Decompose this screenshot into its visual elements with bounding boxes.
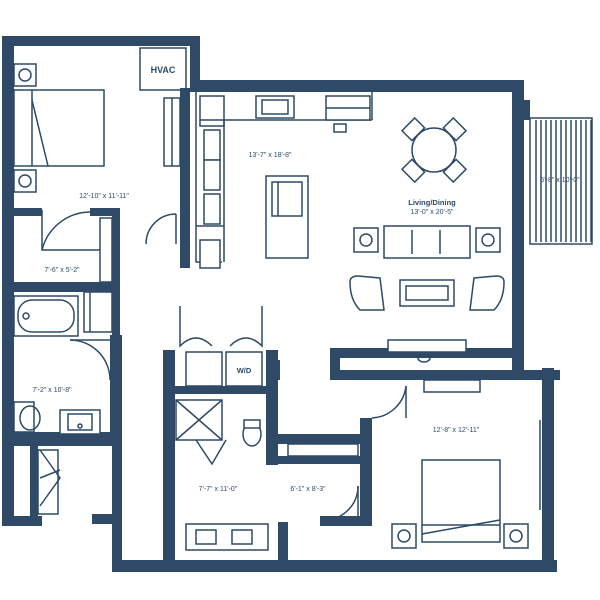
balcony (529, 117, 593, 245)
nightstand (13, 63, 37, 87)
laundry: W/D (179, 306, 263, 387)
bedroom-2 (391, 379, 541, 549)
bath-2 (175, 385, 407, 551)
bedroom-2-dims: 12'-8" x 12'-11" (433, 427, 480, 434)
living-name: Living/Dining (408, 198, 456, 207)
coffee-table (399, 279, 455, 307)
sink (255, 95, 295, 119)
kitchen-island (265, 175, 309, 259)
closet-1 (41, 210, 113, 333)
bed-2 (421, 459, 501, 543)
bedroom-1-dims: 12'-10" x 11'-11" (79, 193, 129, 200)
living-dining (349, 116, 517, 363)
room-labels: 12'-10" x 11'-11" 7'-6" x 5'-2" 7'-2" x … (32, 152, 580, 493)
dining-table (411, 127, 457, 173)
hvac-closet: HVAC (139, 47, 187, 91)
kitchen-dims: 13'-7" x 18'-8" (248, 152, 292, 159)
bath-1 (13, 295, 111, 515)
bath-2-dims: 7'-7" x 11'-0" (199, 486, 238, 493)
bed-1 (13, 89, 105, 167)
balcony-dims: 5'-8" x 10'-0" (540, 177, 580, 184)
armchair (349, 275, 385, 311)
armchair (469, 275, 505, 311)
closet-2-dims: 6'-1" x 8'-3" (290, 486, 326, 493)
closet-1-dims: 7'-6" x 5'-2" (44, 267, 80, 274)
bath-1-dims: 7'-2" x 10'-8" (32, 387, 72, 394)
double-vanity (185, 523, 269, 551)
dresser-2 (423, 379, 481, 393)
bedroom-1 (13, 63, 181, 245)
wd-label: W/D (237, 366, 252, 375)
nightstand (13, 169, 37, 193)
hvac-label: HVAC (151, 65, 176, 75)
living-dims: 13'-0" x 20'-5" (410, 209, 454, 216)
closet-2 (287, 443, 359, 521)
sofa (383, 225, 471, 259)
toilet (13, 401, 35, 433)
kitchen (195, 92, 373, 269)
walls (2, 36, 560, 572)
